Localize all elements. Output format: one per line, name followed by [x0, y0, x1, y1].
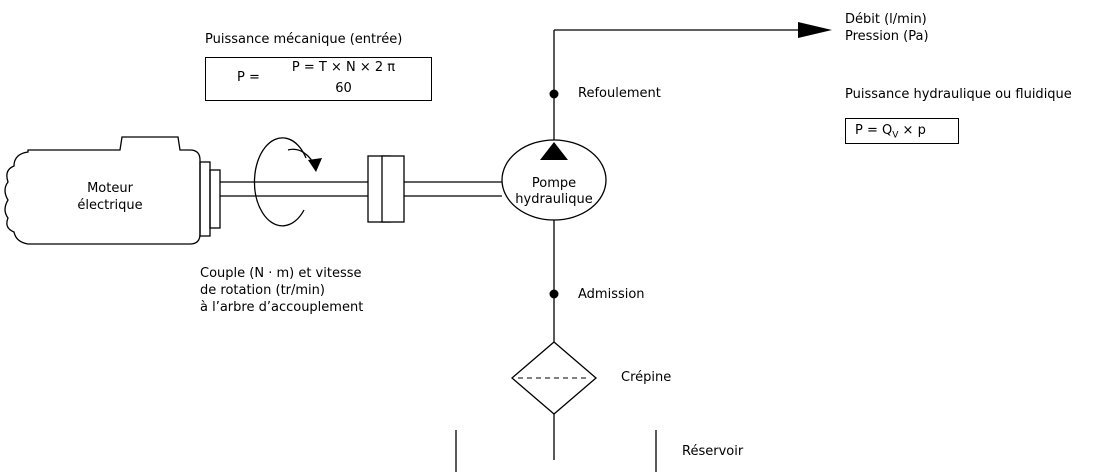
mechanical-power-formula-numerator: P = T × N × 2 π	[291, 60, 396, 75]
intake-label: Admission	[578, 287, 645, 302]
hydraulic-power-formula-box: P = QV × p	[845, 118, 959, 144]
pump-direction-icon	[540, 142, 568, 160]
discharge-point	[549, 89, 559, 99]
strainer-label: Crépine	[621, 370, 672, 385]
hydraulic-power-formula-prefix: P = Q	[855, 123, 893, 138]
outlet-arrow	[554, 22, 832, 38]
mechanical-power-formula-prefix: P =	[237, 70, 260, 85]
reservoir-label: Réservoir	[682, 444, 744, 459]
hydraulic-power-title: Puissance hydraulique ou fluidique	[845, 87, 1072, 102]
pump-label-line1: Pompe	[531, 176, 577, 191]
motor-label-line1: Moteur	[87, 181, 133, 196]
coupling-label-line3: à l’arbre d’accouplement	[200, 300, 364, 315]
mechanical-power-title: Puissance mécanique (entrée)	[205, 32, 403, 47]
intake-point	[549, 289, 559, 299]
pump-symbol	[501, 139, 607, 221]
pump-label-line2: hydraulique	[515, 192, 593, 207]
reservoir-symbol	[455, 430, 657, 472]
outlet-flow-label: Débit (l/min)	[845, 12, 927, 27]
hydraulic-power-formula-subscript: V	[892, 130, 899, 141]
strainer-symbol	[511, 341, 597, 415]
discharge-label: Refoulement	[578, 86, 661, 101]
coupling-label-line1: Couple (N · m) et vitesse	[200, 266, 362, 281]
motor-label-line2: électrique	[77, 198, 143, 213]
motor-body	[4, 136, 221, 245]
coupling-shaft	[220, 155, 502, 223]
rotation-arrow-icon	[253, 137, 322, 227]
hydraulic-power-formula-suffix: × p	[898, 123, 926, 138]
outlet-pressure-label: Pression (Pa)	[845, 29, 929, 44]
mechanical-power-formula-box	[205, 57, 432, 101]
mechanical-power-formula-denominator: 60	[335, 81, 352, 96]
coupling-label-line2: de rotation (tr/min)	[200, 283, 325, 298]
